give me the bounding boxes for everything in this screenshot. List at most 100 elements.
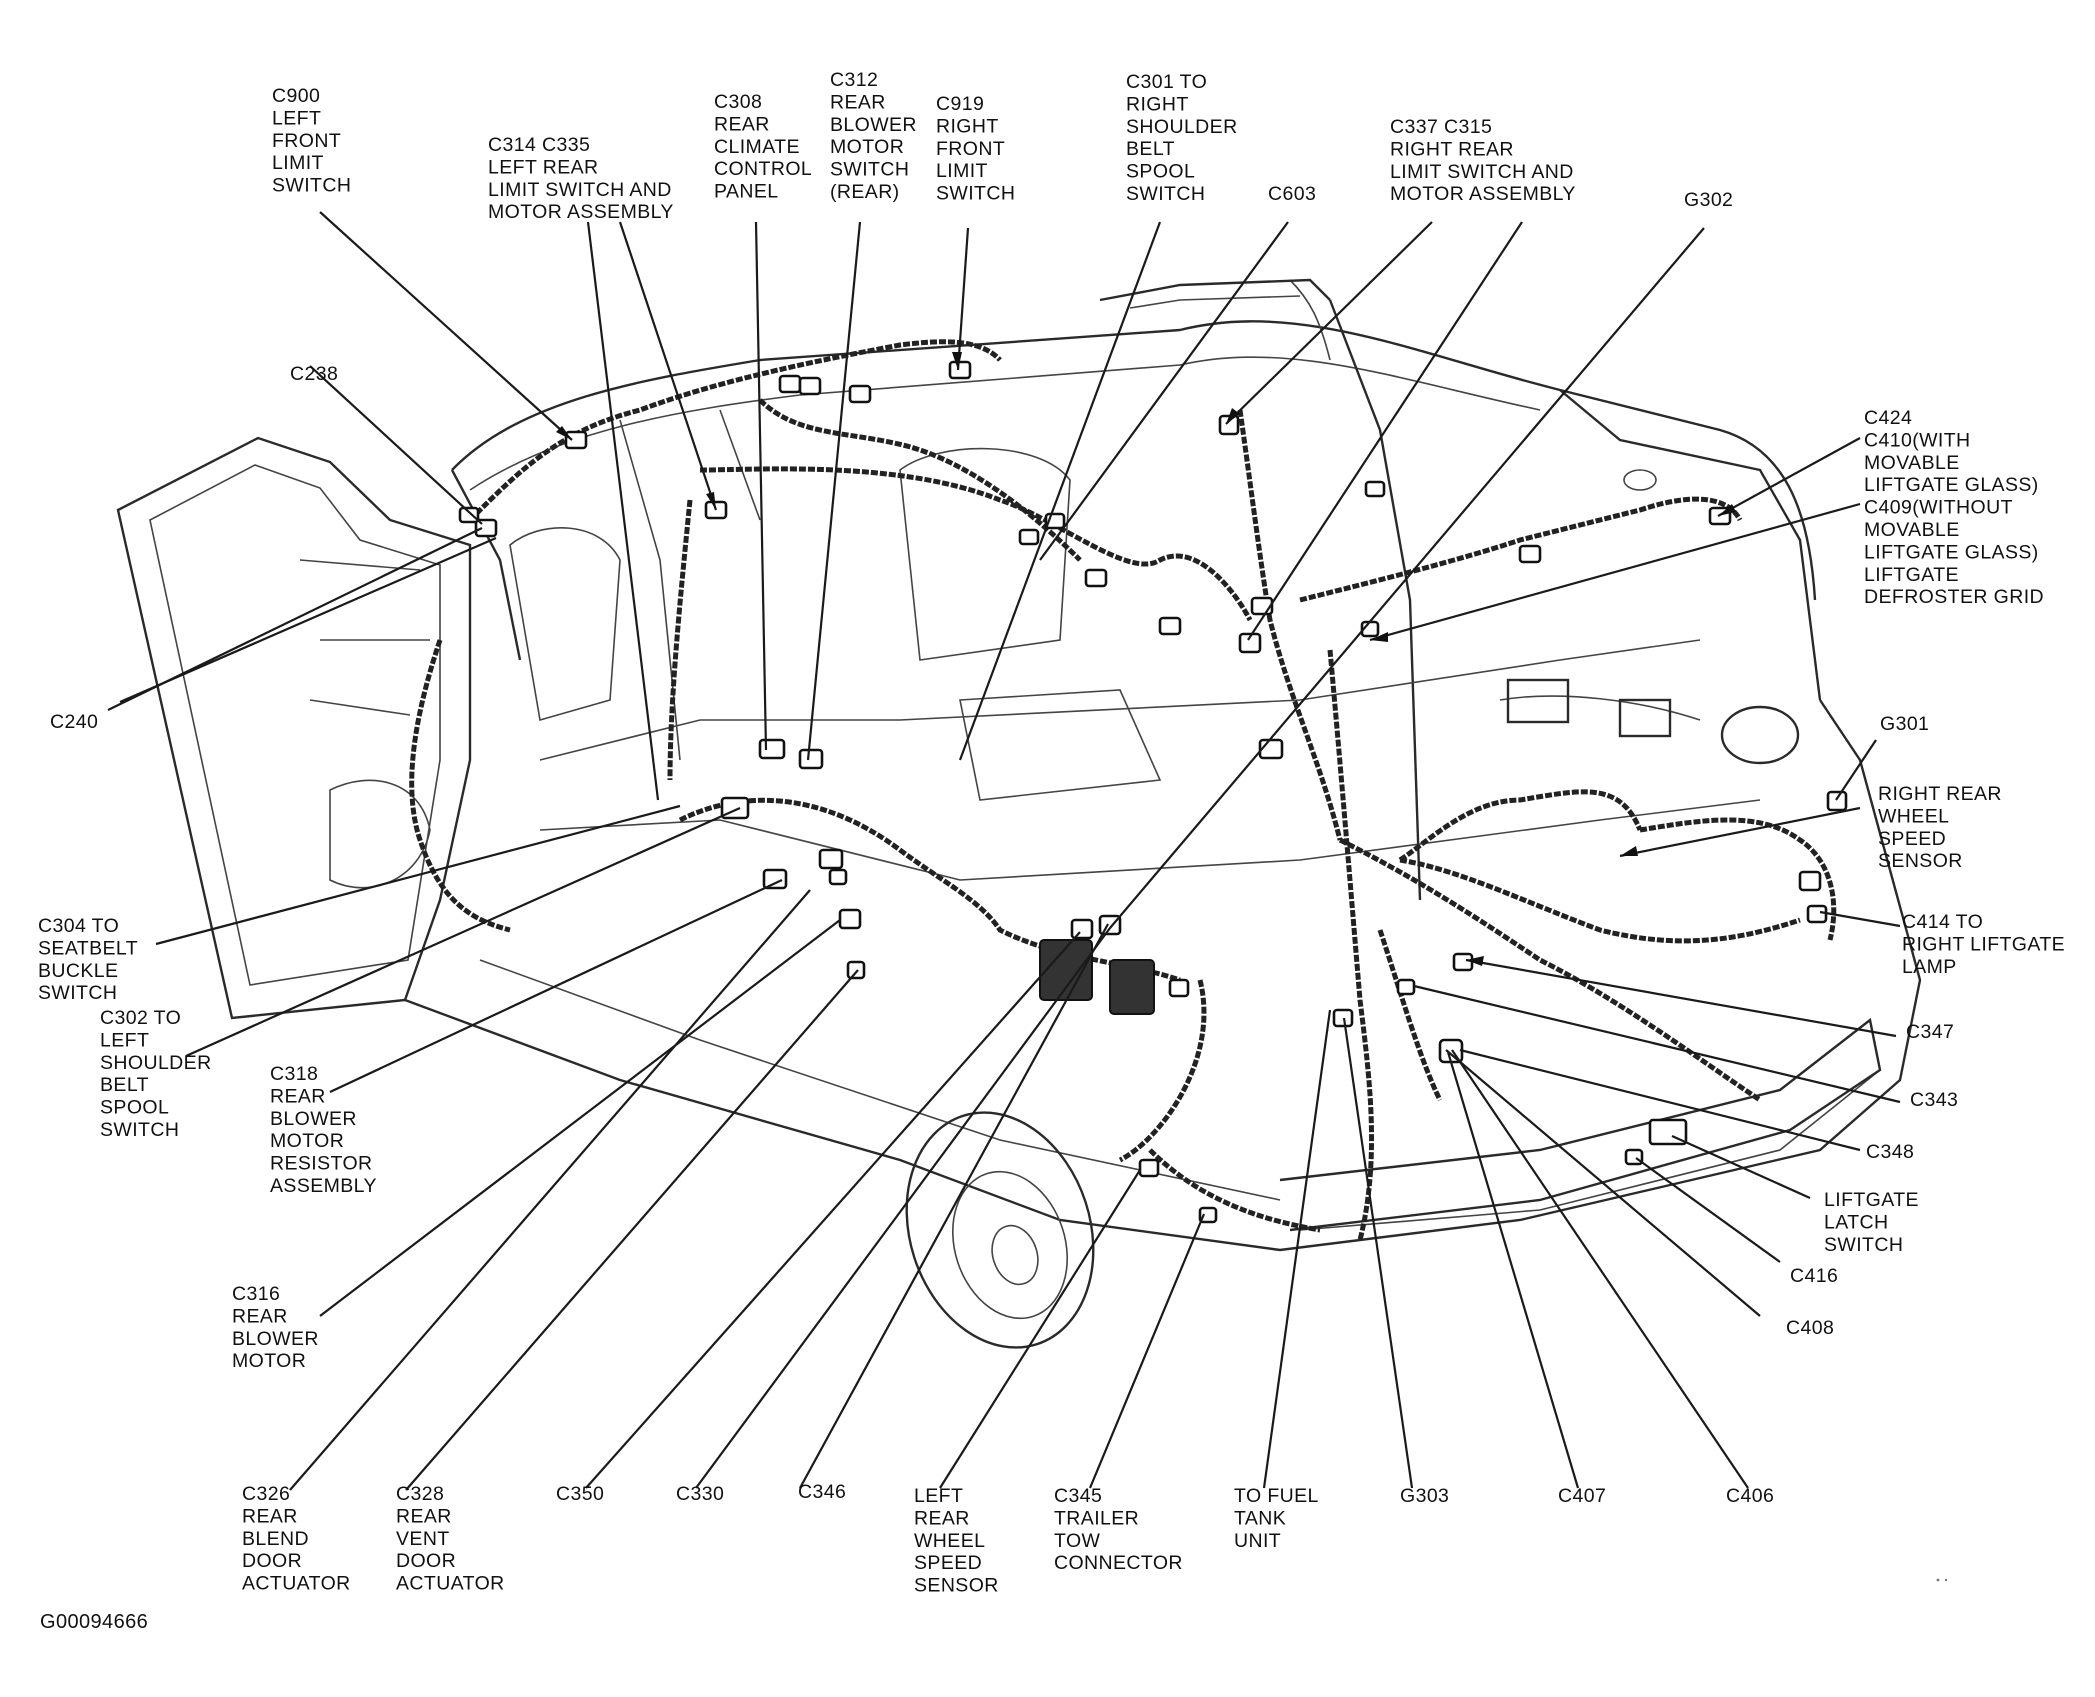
- callout-line: MOVABLE: [1864, 519, 1960, 541]
- callout-line: C408: [1786, 1317, 1834, 1339]
- callout-line: LIMIT SWITCH AND: [488, 179, 672, 201]
- callout-c347: C347: [1906, 1021, 1954, 1043]
- callout-line: MOTOR: [270, 1130, 344, 1152]
- callout-line: SWITCH: [1824, 1234, 1903, 1256]
- callout-c406: C406: [1726, 1485, 1774, 1507]
- leader-c301: [958, 221, 1162, 761]
- callout-line: TO FUEL: [1234, 1485, 1319, 1507]
- callout-line: LIFTGATE: [1864, 564, 1959, 586]
- callout-line: MOTOR ASSEMBLY: [488, 201, 674, 223]
- callout-line: TANK: [1234, 1507, 1286, 1529]
- callout-line: SWITCH: [100, 1119, 179, 1141]
- callout-line: TOW: [1054, 1530, 1101, 1552]
- leader-c408: [1445, 1049, 1761, 1317]
- callout-line: MOVABLE: [1864, 452, 1960, 474]
- callout-line: BUCKLE: [38, 960, 118, 982]
- callout-c240: C240: [50, 711, 98, 733]
- scan-dot: [1936, 1578, 1940, 1582]
- leader-c308: [754, 221, 768, 751]
- wiring-harness: [409, 339, 1837, 1241]
- callout-line: DEFROSTER GRID: [1864, 586, 2044, 608]
- leader-c350: [585, 931, 1081, 1489]
- leader-c348: [1459, 1048, 1861, 1152]
- callout-line: C346: [798, 1481, 846, 1503]
- leader-c343: [1413, 984, 1901, 1104]
- callout-line: LIFTGATE GLASS): [1864, 541, 2039, 563]
- callout-line: TRAILER: [1054, 1507, 1139, 1529]
- callout-line: PANEL: [714, 181, 779, 203]
- callout-line: LEFT: [914, 1485, 963, 1507]
- callout-line: MOTOR: [830, 136, 904, 158]
- callout-line: FRONT: [272, 130, 341, 152]
- leader-c603: [1039, 221, 1289, 561]
- leader-c900: [319, 211, 573, 441]
- callout-line: SENSOR: [1878, 850, 1963, 872]
- callout-line: C314 C335: [488, 134, 590, 156]
- callout-line: C406: [1726, 1485, 1774, 1507]
- callout-line: (REAR): [830, 181, 900, 203]
- callout-line: C424: [1864, 407, 1912, 429]
- leader-g302: [1109, 227, 1705, 929]
- callout-c330: C330: [676, 1483, 724, 1505]
- callout-line: SWITCH: [830, 159, 909, 181]
- callout-line: SWITCH: [1126, 183, 1205, 205]
- callout-line: ASSEMBLY: [270, 1175, 377, 1197]
- leader-c240-b: [119, 536, 497, 704]
- callout-line: LIMIT: [936, 160, 988, 182]
- callout-c238: C238: [290, 363, 338, 385]
- callout-line: FRONT: [936, 138, 1005, 160]
- callout-line: BLOWER: [270, 1108, 357, 1130]
- leader-lrwss: [939, 1169, 1141, 1489]
- leader-c416: [1635, 1157, 1781, 1263]
- leader-arrowheads: [556, 352, 1736, 966]
- callout-line: WHEEL: [1878, 805, 1949, 827]
- leader-c424: [1717, 437, 1861, 517]
- callout-g301: G301: [1880, 713, 1929, 735]
- callout-line: SPEED: [1878, 828, 1946, 850]
- leader-c328: [405, 969, 859, 1491]
- callout-line: C302 TO: [100, 1007, 181, 1029]
- callout-line: REAR: [242, 1505, 298, 1527]
- callout-line: UNIT: [1234, 1530, 1281, 1552]
- callout-line: LIFTGATE GLASS): [1864, 474, 2039, 496]
- callout-line: BLOWER: [232, 1328, 319, 1350]
- leader-c407: [1446, 1051, 1580, 1489]
- callout-c416: C416: [1790, 1265, 1838, 1287]
- callout-line: C409(WITHOUT: [1864, 497, 2013, 519]
- figure-id: G00094666: [40, 1611, 148, 1633]
- callout-line: ACTUATOR: [396, 1573, 505, 1595]
- callout-line: C240: [50, 711, 98, 733]
- callout-line: WHEEL: [914, 1530, 985, 1552]
- callout-line: RIGHT: [936, 115, 999, 137]
- callout-line: SEATBELT: [38, 937, 138, 959]
- callout-c408: C408: [1786, 1317, 1834, 1339]
- callout-line: BELT: [1126, 138, 1175, 160]
- leader-c345: [1088, 1213, 1206, 1489]
- callout-line: LATCH: [1824, 1211, 1888, 1233]
- callout-line: SHOULDER: [100, 1052, 212, 1074]
- callout-line: VENT: [396, 1528, 450, 1550]
- callout-line: C348: [1866, 1141, 1914, 1163]
- leader-c326: [289, 889, 811, 1491]
- callout-line: LEFT: [272, 107, 321, 129]
- leader-c304: [155, 804, 681, 946]
- callout-line: SWITCH: [272, 175, 351, 197]
- callout-line: LAMP: [1902, 956, 1957, 978]
- vehicle-body: [116, 278, 1922, 1349]
- callout-line: C301 TO: [1126, 71, 1207, 93]
- leader-lines: [107, 211, 1901, 1491]
- leader-c316: [319, 919, 841, 1317]
- leader-c347: [1465, 958, 1897, 1038]
- callout-line: C337 C315: [1390, 116, 1492, 138]
